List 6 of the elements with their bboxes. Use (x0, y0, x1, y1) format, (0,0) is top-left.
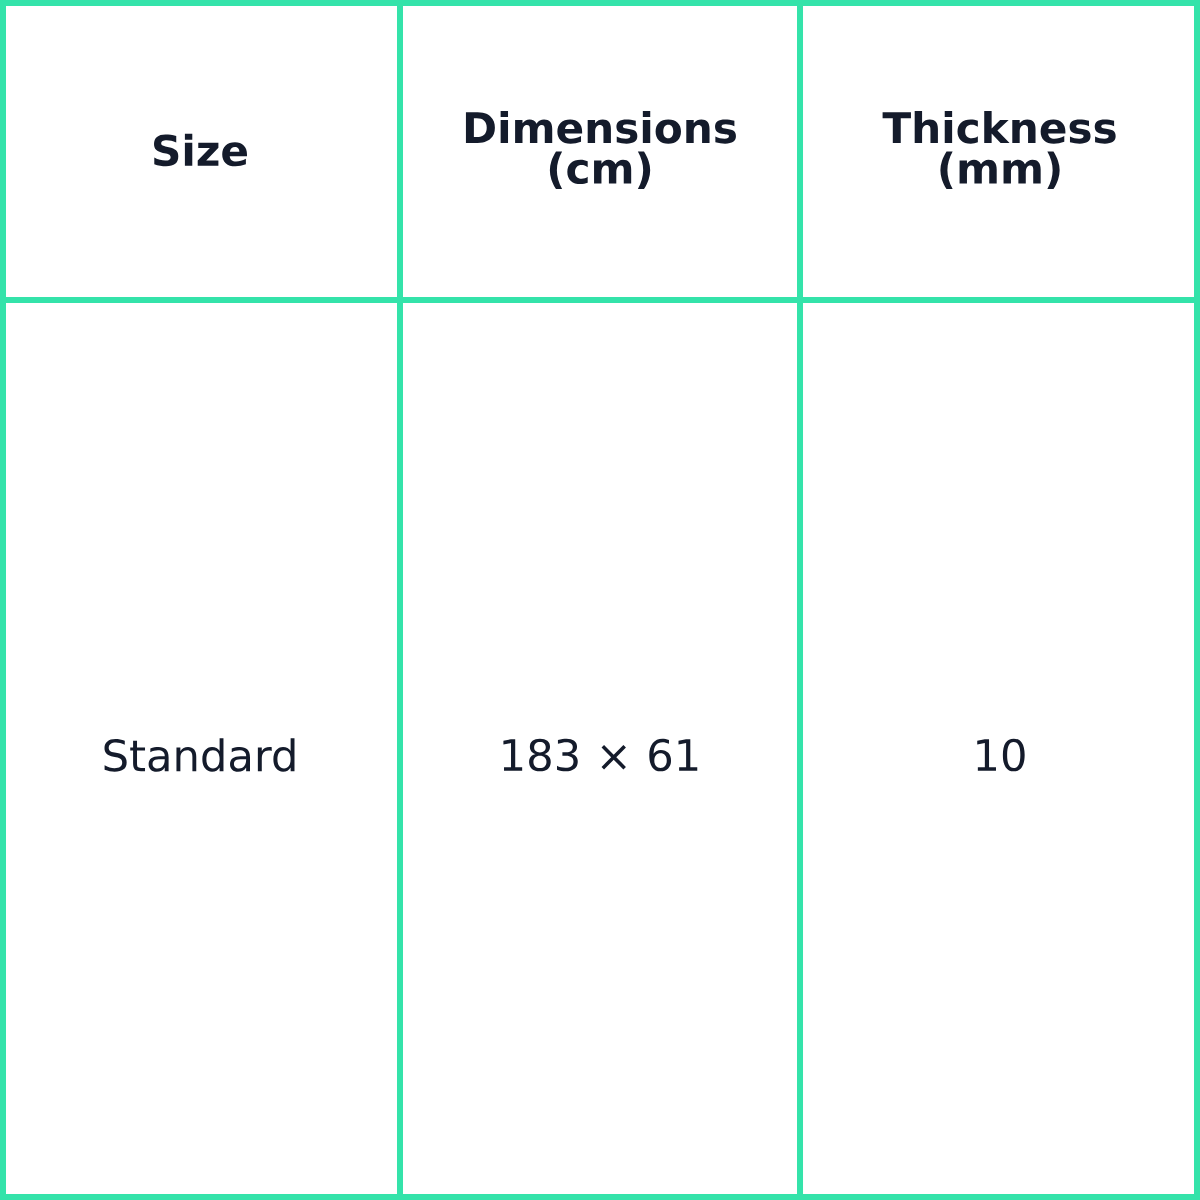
column-header: Dimensions (cm) (465, 111, 736, 190)
column-header: Size (154, 133, 247, 167)
table-text: Standard (104, 738, 295, 772)
column-header: Thickness (mm) (882, 111, 1116, 190)
table-text: 10 (977, 738, 1025, 772)
table-text: 183 × 61 (503, 738, 698, 772)
